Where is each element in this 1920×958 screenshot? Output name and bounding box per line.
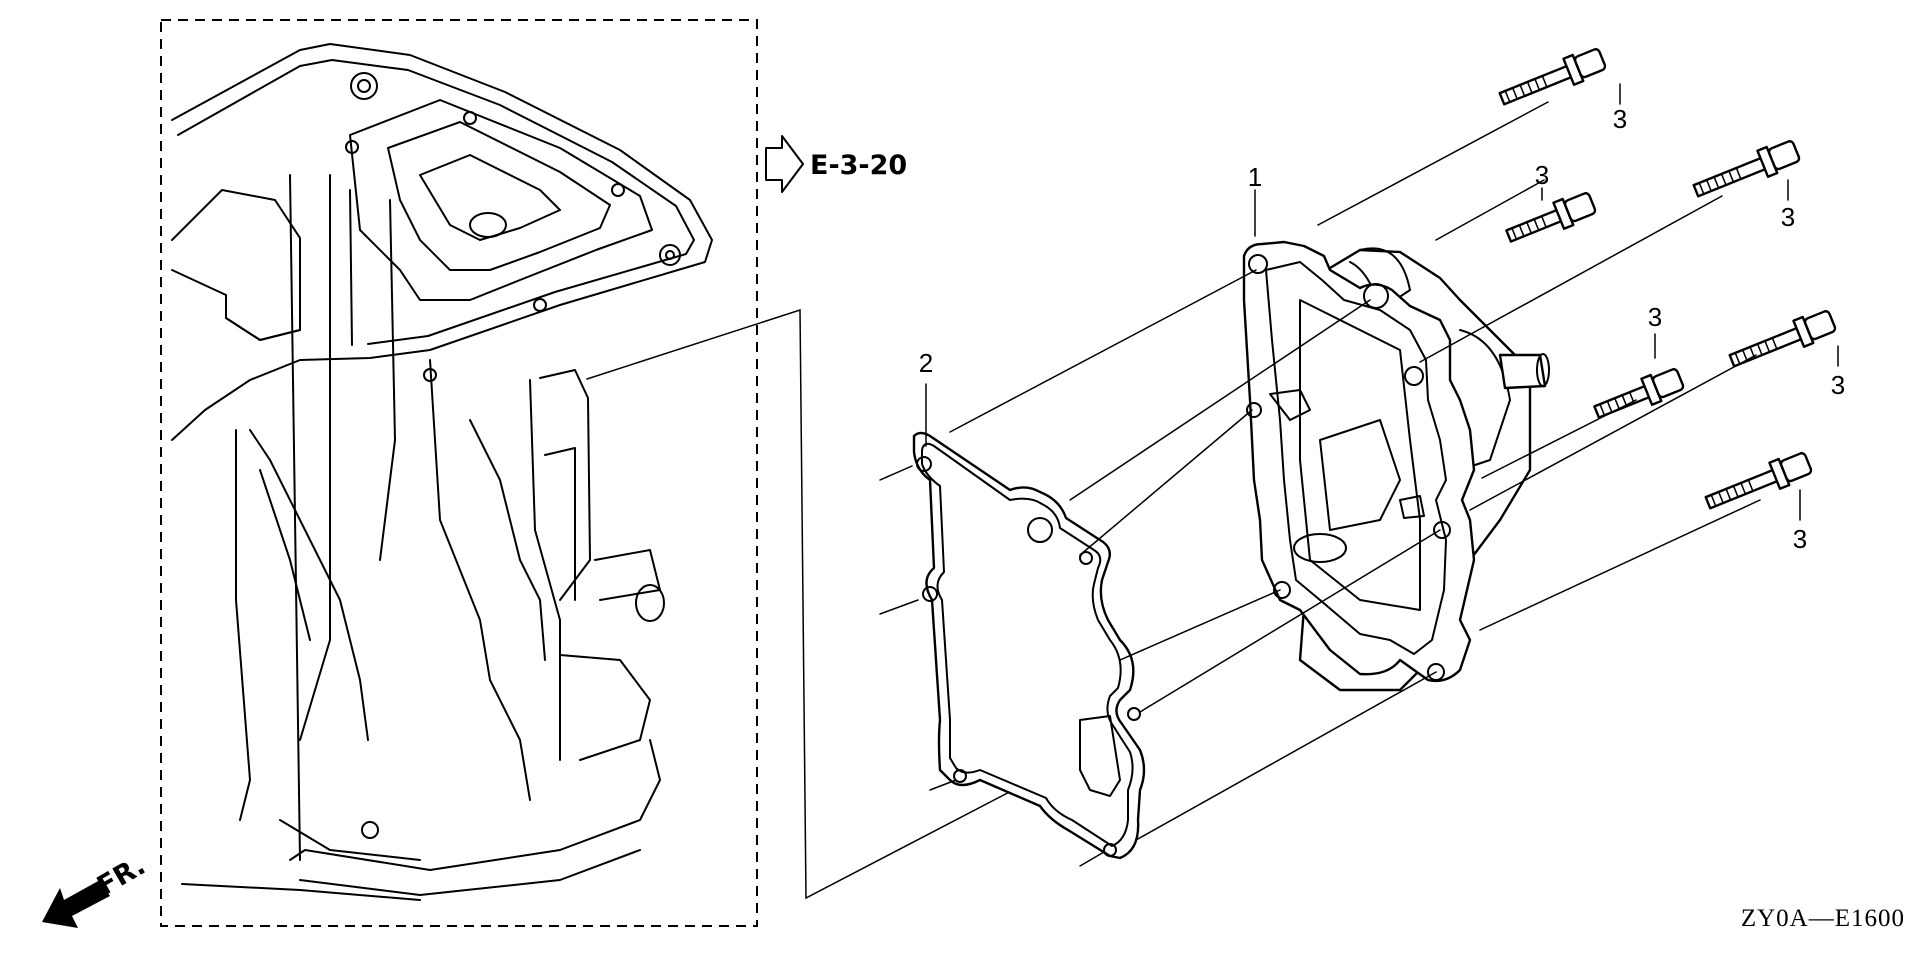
reference-link-label[interactable]: E-3-20: [810, 150, 907, 181]
svg-text:2: 2: [919, 348, 933, 378]
svg-text:3: 3: [1793, 524, 1807, 554]
svg-text:3: 3: [1648, 302, 1662, 332]
bolt-d[interactable]: [1591, 365, 1685, 425]
bolt-b[interactable]: [1503, 189, 1597, 249]
callout-bolt-e[interactable]: 3: [1831, 345, 1845, 400]
front-arrow-icon: [42, 880, 110, 928]
reference-frame-dashed: [160, 19, 758, 927]
engine-case-illustration: [171, 43, 713, 901]
svg-text:3: 3: [1831, 370, 1845, 400]
callout-bolt-f[interactable]: 3: [1793, 489, 1807, 554]
svg-text:1: 1: [1248, 162, 1262, 192]
callout-bolt-b[interactable]: 3: [1535, 160, 1549, 201]
bolt-a[interactable]: [1497, 45, 1608, 111]
svg-text:3: 3: [1535, 160, 1549, 190]
callout-part2[interactable]: 2: [919, 348, 933, 447]
front-direction-indicator: FR.: [42, 850, 151, 928]
assembly-bracket-line: [586, 308, 1091, 900]
bolt-c[interactable]: [1691, 137, 1802, 203]
callout-bolt-a[interactable]: 3: [1613, 83, 1627, 134]
gasket-part[interactable]: [912, 431, 1146, 860]
alignment-lines: [879, 101, 1761, 867]
reference-link-arrow[interactable]: E-3-20: [765, 135, 907, 193]
cover-part[interactable]: [1242, 240, 1550, 692]
callout-bolt-d[interactable]: 3: [1648, 302, 1662, 359]
bolt-f[interactable]: [1703, 449, 1814, 515]
callout-part1[interactable]: 1: [1248, 162, 1262, 237]
svg-text:3: 3: [1613, 104, 1627, 134]
bolt-e[interactable]: [1727, 307, 1838, 373]
diagram-code: ZY0A—E1600: [1741, 905, 1905, 932]
callout-bolt-c[interactable]: 3: [1781, 179, 1795, 232]
svg-text:3: 3: [1781, 202, 1795, 232]
